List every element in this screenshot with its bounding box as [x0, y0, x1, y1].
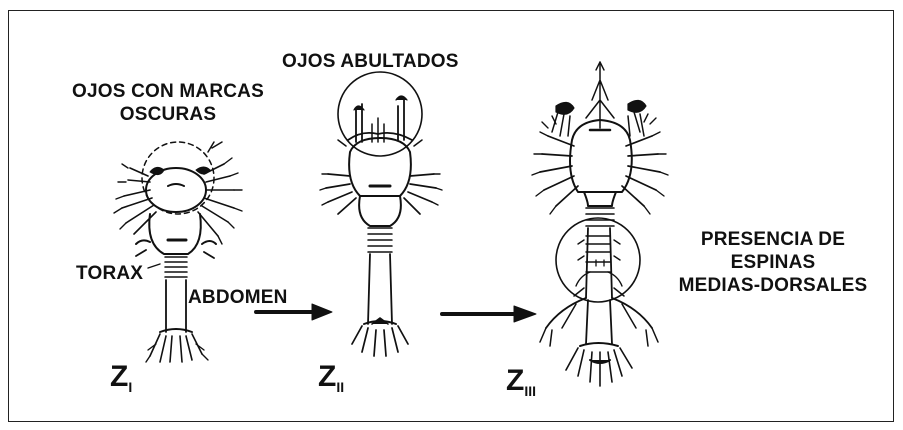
label-espinas: PRESENCIA DE ESPINAS MEDIAS-DORSALES: [658, 228, 888, 297]
label-ojos-abultados: OJOS ABULTADOS: [282, 50, 459, 73]
stage-z1-letter: Z: [110, 360, 128, 393]
dorsal-spines-circle: [556, 218, 640, 302]
stage-z3-letter: Z: [506, 364, 524, 397]
larva-z3: [532, 62, 668, 386]
label-espinas-line2: ESPINAS: [658, 251, 888, 274]
swollen-eyes-circle: [338, 72, 422, 156]
label-ojos-marcas-line1: OJOS CON MARCAS: [48, 80, 288, 103]
stage-label-z1: ZI: [110, 360, 132, 395]
label-espinas-line1: PRESENCIA DE: [658, 228, 888, 251]
larva-z1: [114, 142, 242, 362]
stage-z1-sub: I: [128, 379, 132, 395]
label-ojos-marcas: OJOS CON MARCAS OSCURAS: [48, 80, 288, 126]
arrow-z2-to-z3: [442, 306, 536, 322]
larva-z2: [320, 72, 442, 356]
stage-label-z2: ZII: [318, 360, 344, 395]
label-ojos-marcas-line2: OSCURAS: [48, 103, 288, 126]
stage-label-z3: ZIII: [506, 364, 536, 399]
label-torax: TORAX: [76, 262, 143, 285]
stage-z2-letter: Z: [318, 360, 336, 393]
stage-z3-sub: III: [524, 383, 536, 399]
label-espinas-line3: MEDIAS-DORSALES: [658, 274, 888, 297]
label-abdomen: ABDOMEN: [188, 286, 288, 309]
stage-z2-sub: II: [336, 379, 344, 395]
